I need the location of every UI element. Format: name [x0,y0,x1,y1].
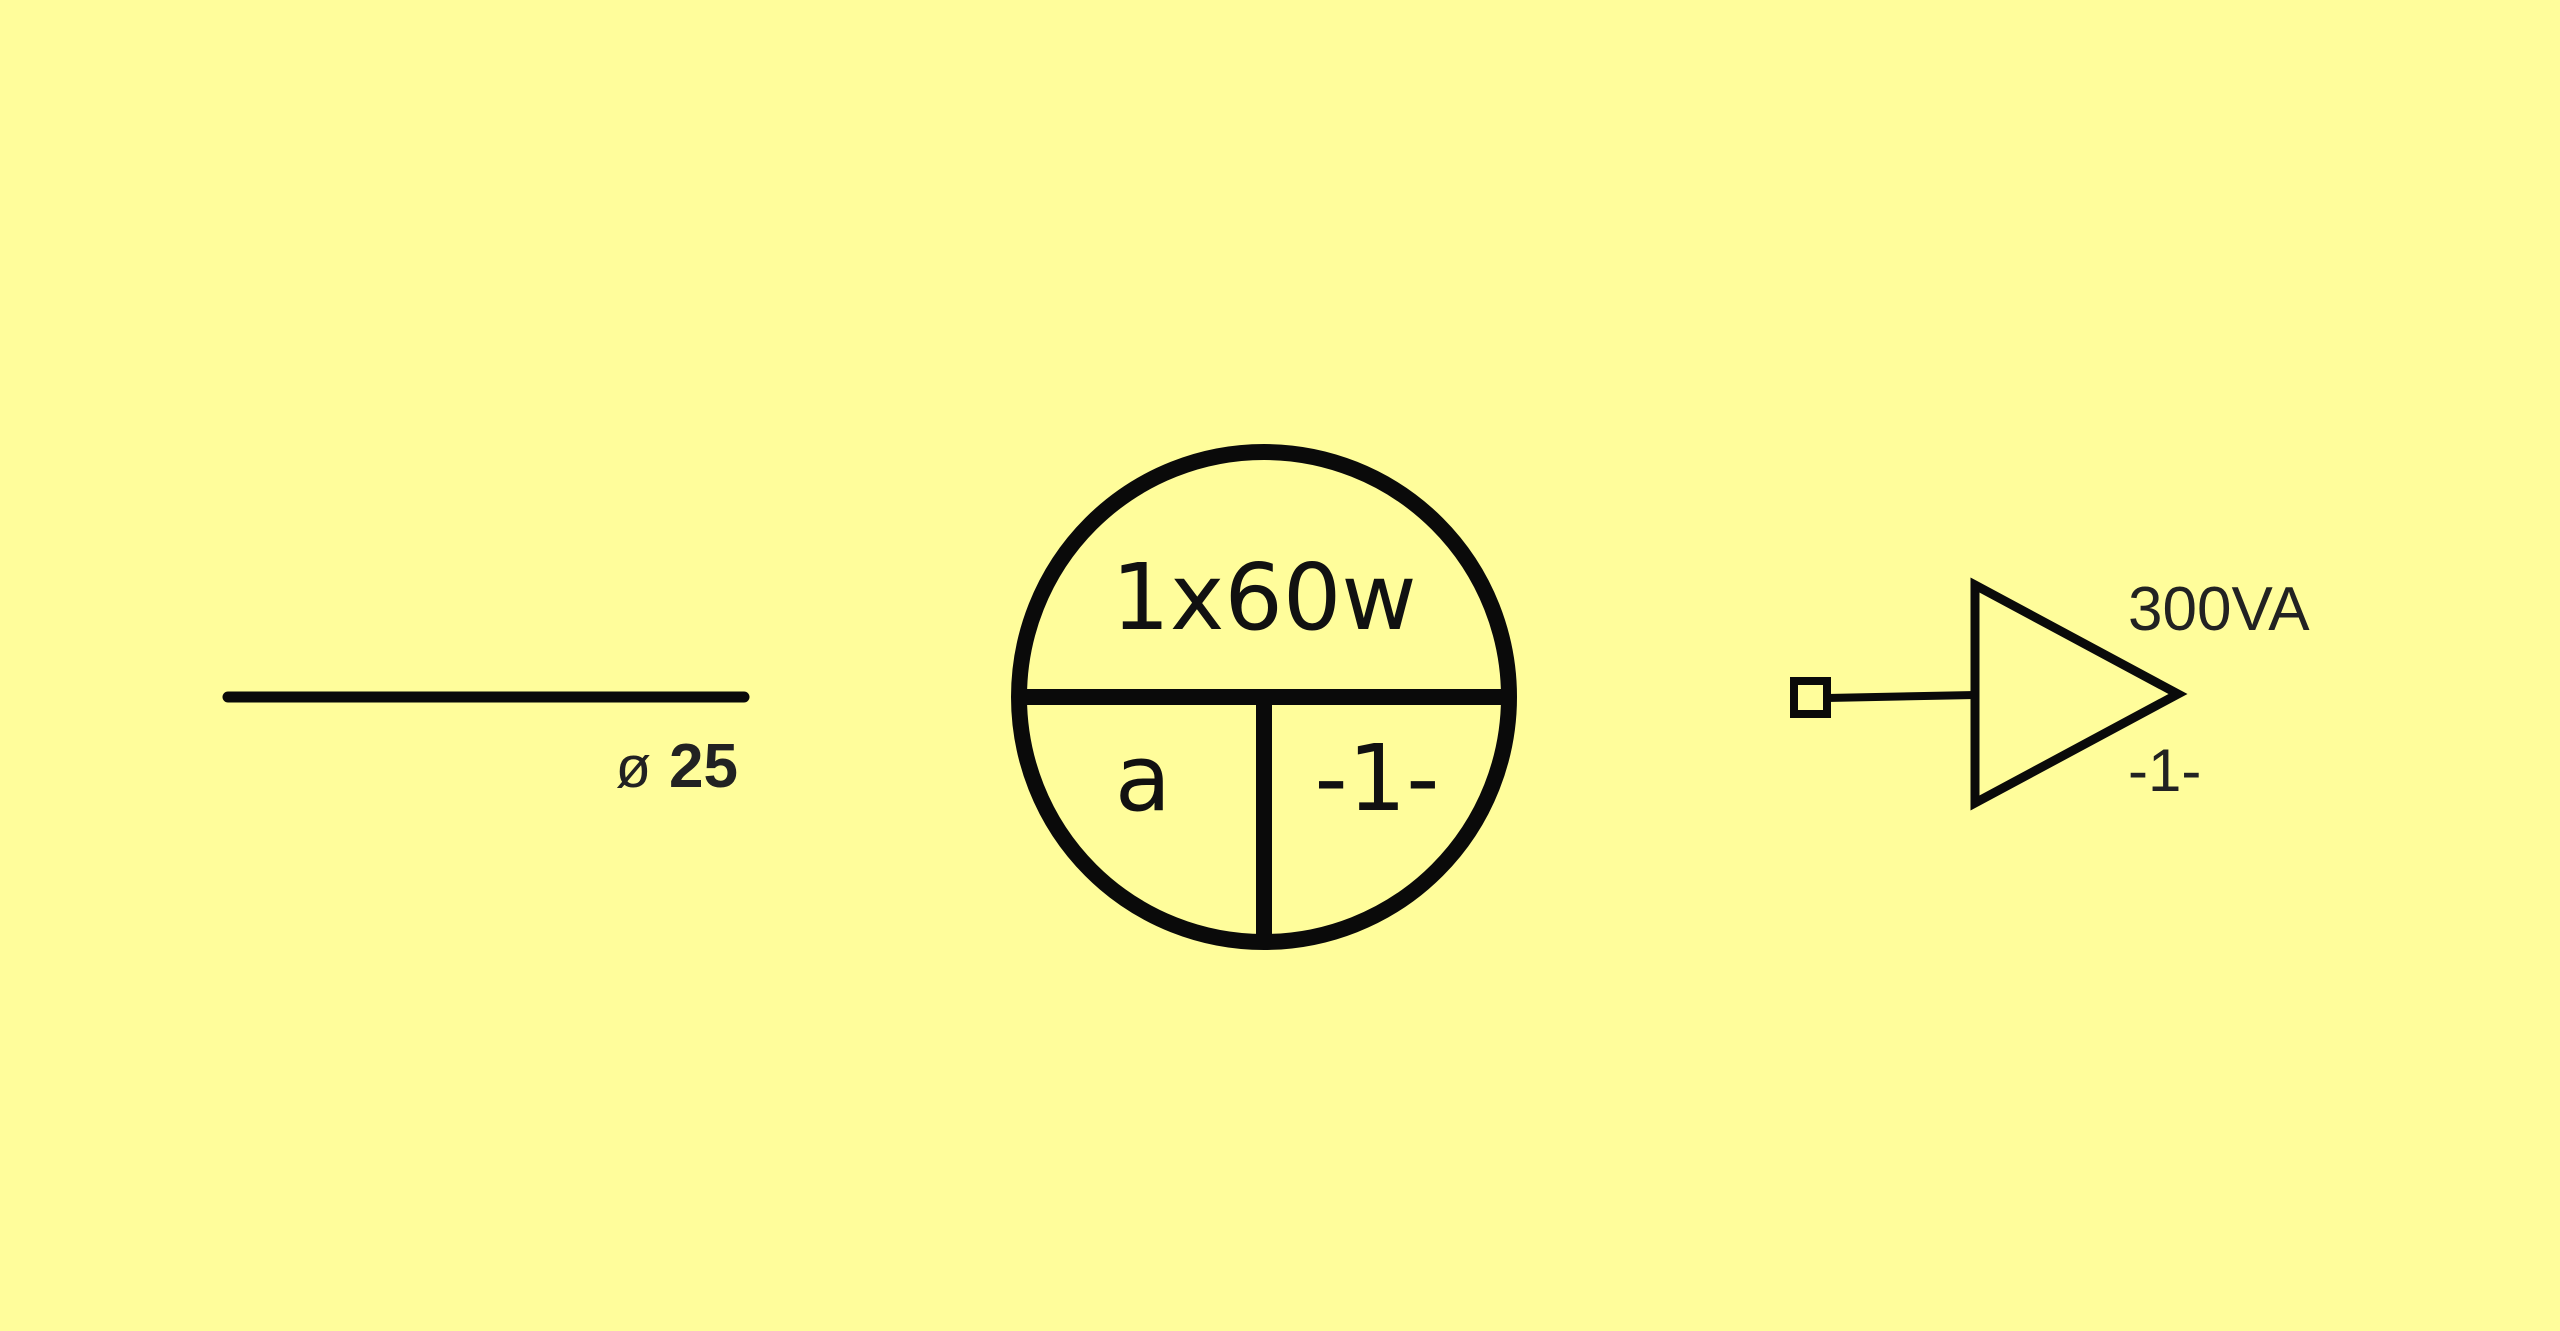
transformer-lead-line [1826,691,1976,702]
transformer-triangle [1970,577,2188,811]
lamp-symbol: 1x60w a -1- [1011,444,1517,950]
transformer-rating-label: 300VA [2128,575,2310,644]
lamp-circuit-label: -1- [1315,725,1440,832]
transformer-symbol: 300VA -1- [1790,575,2310,811]
diameter-value: 25 [669,732,738,801]
conduit-symbol: ø 25 [222,691,750,801]
conduit-diameter-label: ø 25 [616,732,738,801]
transformer-circuit-label: -1- [2128,737,2201,804]
lamp-switch-label: a [1115,725,1171,832]
lamp-power-label: 1x60w [1111,544,1416,651]
diameter-symbol: ø [616,735,651,800]
transformer-terminal-square [1790,677,1831,718]
